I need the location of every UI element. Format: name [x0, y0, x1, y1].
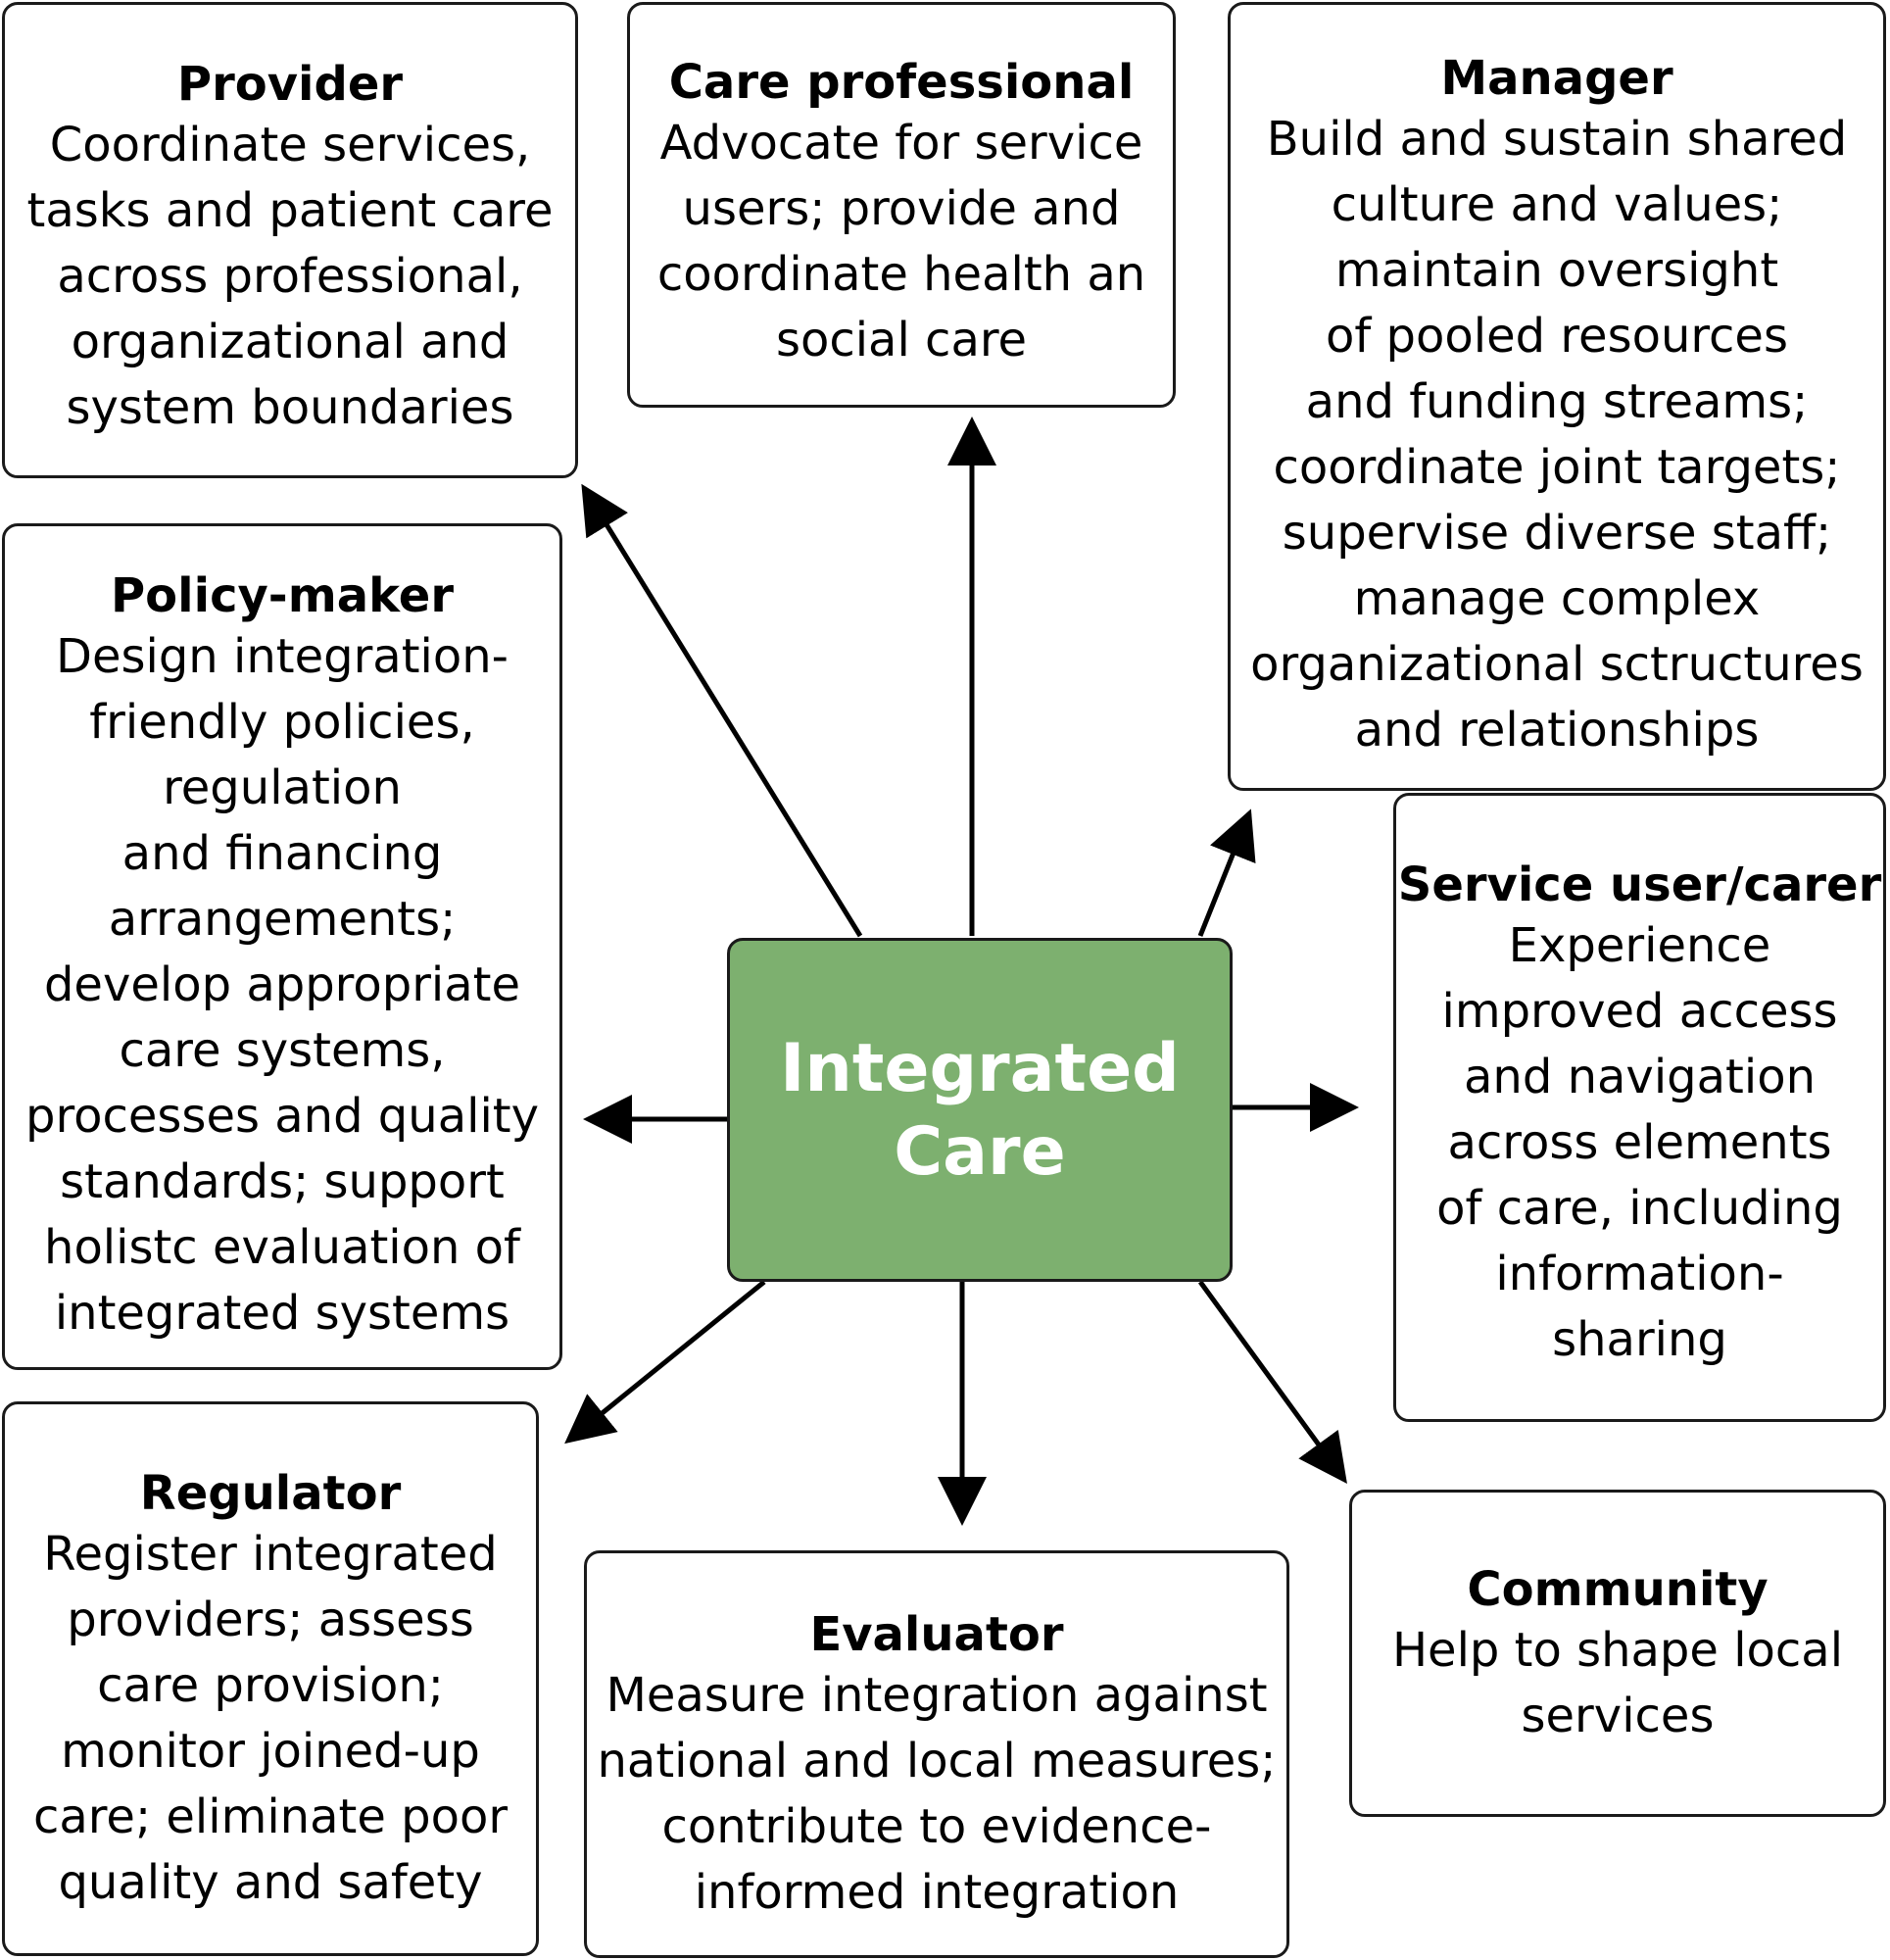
care-professional-description: Advocate for service users; provide and …: [656, 116, 1146, 368]
policy-maker-box: Policy-maker Design integration- friendl…: [2, 523, 562, 1370]
care-professional-box: Care professional Advocate for service u…: [627, 2, 1176, 408]
provider-description: Coordinate services, tasks and patient c…: [26, 118, 554, 435]
integrated-care-line-1: Integrated: [780, 1029, 1180, 1107]
evaluator-box: Evaluator Measure integration against na…: [584, 1550, 1289, 1958]
evaluator-description: Measure integration against national and…: [597, 1668, 1277, 1920]
service-user-title: Service user/carer: [1397, 858, 1882, 912]
arrow-to-community: [1197, 1280, 1347, 1485]
service-user-box: Service user/carer Experience improved a…: [1393, 793, 1886, 1422]
community-title: Community: [1467, 1562, 1769, 1617]
provider-box: Provider Coordinate services, tasks and …: [2, 2, 578, 478]
evaluator-title: Evaluator: [809, 1607, 1064, 1662]
arrow-to-regulator: [564, 1280, 766, 1445]
regulator-box: Regulator Register integrated providers;…: [2, 1401, 539, 1956]
policy-maker-description: Design integration- friendly policies, r…: [24, 629, 539, 1341]
community-description: Help to shape local services: [1391, 1623, 1844, 1743]
service-user-description: Experience improved access and navigatio…: [1436, 918, 1843, 1367]
manager-box: Manager Build and sustain shared culture…: [1228, 2, 1886, 791]
arrow-to-manager: [1197, 808, 1256, 937]
arrow-to-provider: [581, 483, 863, 938]
manager-description: Build and sustain shared culture and val…: [1250, 112, 1864, 758]
integrated-care-line-2: Care: [894, 1112, 1066, 1191]
community-box: Community Help to shape local services: [1349, 1490, 1886, 1817]
integrated-care-box: Integrated Care: [727, 938, 1233, 1282]
manager-title: Manager: [1440, 51, 1673, 106]
care-professional-title: Care professional: [668, 55, 1135, 110]
regulator-description: Register integrated providers; assess ca…: [32, 1527, 509, 1910]
regulator-title: Regulator: [139, 1466, 402, 1521]
policy-maker-title: Policy-maker: [111, 568, 454, 623]
provider-title: Provider: [176, 57, 404, 112]
